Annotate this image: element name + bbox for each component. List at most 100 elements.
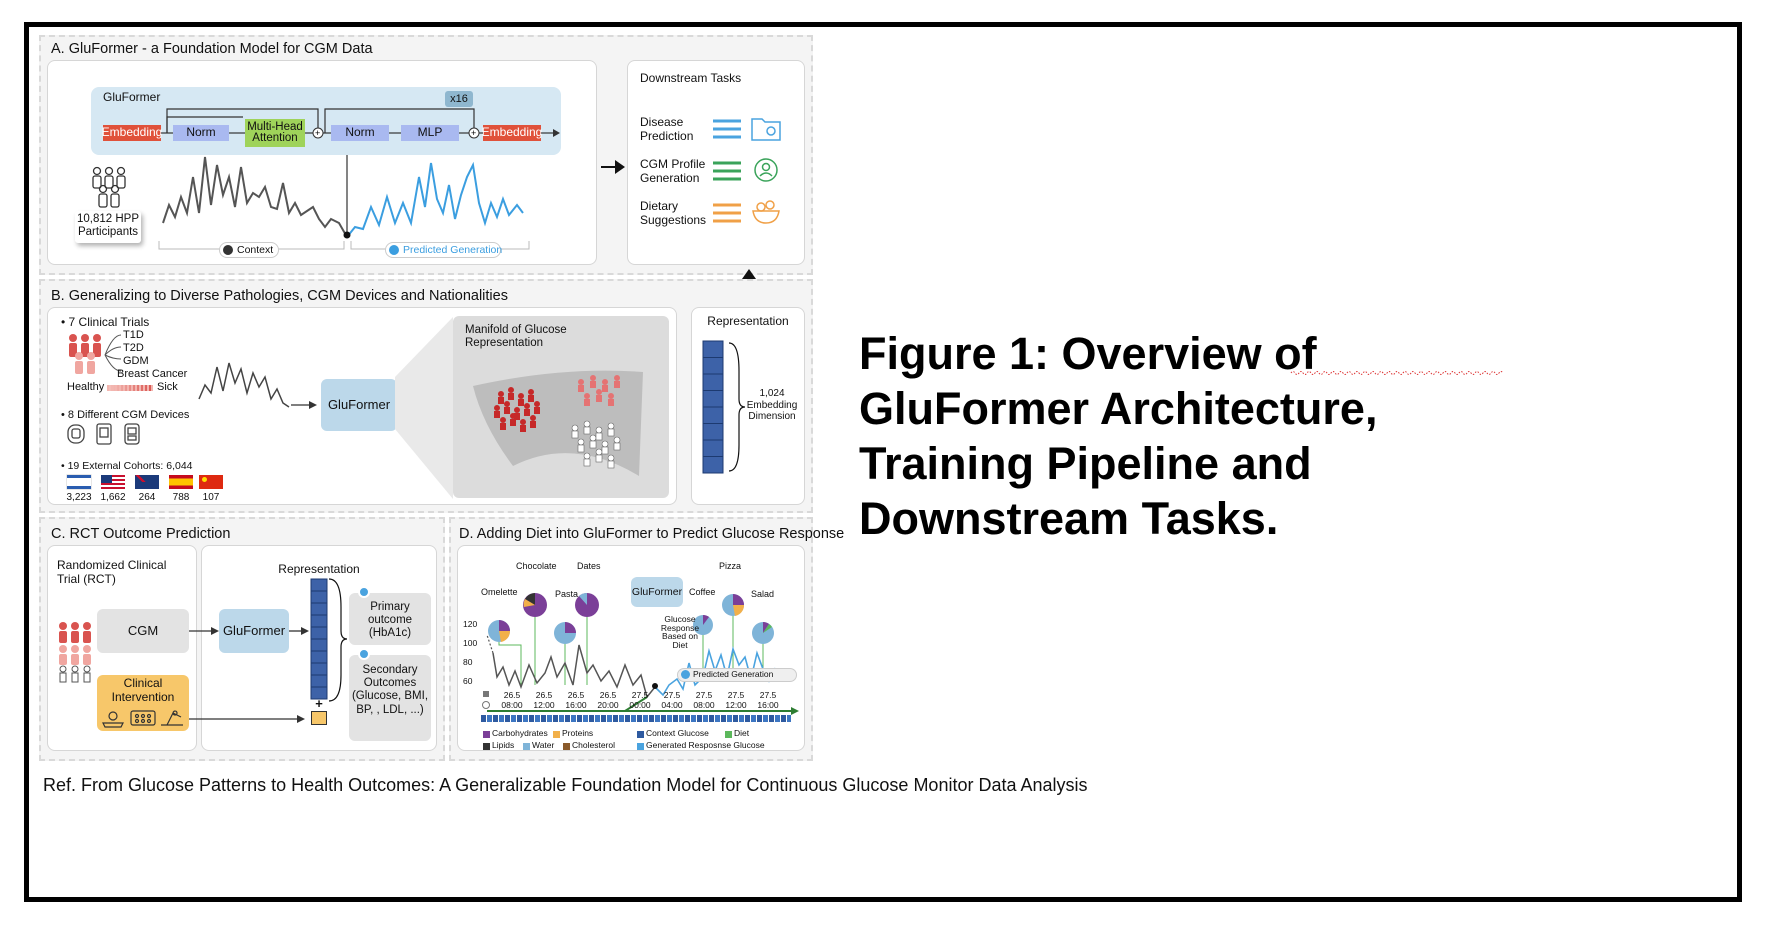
x-date: 27.5 (663, 690, 681, 700)
representation-title: Representation (707, 314, 789, 328)
rct-arrows (189, 578, 348, 723)
primary-outcome-label: Primary outcome (HbA1c) (367, 601, 413, 640)
secondary-outcome-label: Secondary Outcomes (Glucose, BMI, BP, , … (351, 664, 429, 716)
legend-swatch-diet (725, 731, 732, 738)
rct-embedding-vector (310, 578, 328, 700)
secondary-outcome-icon (358, 648, 370, 660)
x-time: 00:00 (629, 700, 651, 710)
condition-t2d: T2D (123, 342, 144, 354)
devices-label: • 8 Different CGM Devices (61, 409, 190, 421)
legend-water: Water (532, 740, 555, 750)
folder-gear-icon (751, 118, 781, 141)
predicted-generation-label-d: Predicted Generation (693, 669, 774, 679)
generation-label: Predicted Generation (403, 244, 503, 256)
food-pies (488, 592, 774, 644)
rct-label: Randomized Clinical Trial (RCT) (57, 558, 167, 586)
food-salad: Salad (751, 589, 775, 599)
x-time: 20:00 (597, 700, 619, 710)
spain-flag-icon (169, 475, 193, 489)
cohort-count-china: 107 (202, 492, 220, 503)
condition-breast-cancer: Breast Cancer (117, 368, 188, 380)
usa-flag-icon (101, 475, 125, 489)
lines-icon (713, 161, 741, 181)
embedding-vector (702, 340, 746, 474)
legend-swatch-carbs (483, 731, 490, 738)
legend-swatch-water (523, 743, 530, 750)
downstream-item-disease: Disease Prediction (640, 115, 694, 143)
food-pasta: Pasta (555, 589, 579, 599)
legend-swatch-cholesterol (563, 743, 570, 750)
food-dates: Dates (577, 561, 601, 571)
lines-icon (713, 203, 741, 223)
rct-intervention-cell (311, 711, 327, 725)
spellcheck-underline (1290, 371, 1504, 375)
pie-pasta (554, 622, 576, 644)
israel-flag-icon (67, 475, 91, 489)
conditions-branches (104, 334, 122, 372)
cohort-count-australia: 264 (138, 492, 156, 503)
panel-d-title: D. Adding Diet into GluFormer to Predict… (459, 526, 845, 542)
pie-dates (575, 592, 599, 617)
devices-text: 8 Different CGM Devices (67, 409, 190, 421)
predicted-generation-icon-d (681, 670, 690, 679)
pie-pizza (722, 594, 745, 616)
trials-label: • 7 Clinical Trials (61, 315, 150, 329)
cohort-count-usa: 1,662 (100, 492, 126, 503)
x-time: 12:00 (725, 700, 747, 710)
rct-representation-label: Representation (278, 562, 360, 576)
gluformer-block-bg (91, 87, 561, 155)
svg-text:+: + (315, 128, 320, 138)
intervention-box (97, 675, 189, 731)
secondary-outcome-box (349, 655, 431, 741)
x-date: 26.5 (567, 690, 585, 700)
downstream-title: Downstream Tasks (640, 71, 742, 85)
context-label: Context (237, 244, 274, 256)
context-icon (223, 245, 233, 255)
legend-swatch-generated (637, 743, 644, 750)
gluformer-d-box: GluFormer (631, 577, 683, 607)
primary-outcome-icon (358, 586, 370, 598)
x-date: 27.5 (631, 690, 649, 700)
primary-outcome-box (349, 593, 431, 645)
reference-text: Ref. From Glucose Patterns to Health Out… (43, 775, 1088, 795)
salad-bowl-icon (752, 200, 780, 224)
embedding-dimension-label: 1,024 Embedding Dimension (746, 388, 798, 422)
glucose-response-label: Glucose Response Based on Diet (660, 614, 700, 650)
legend-context: Context Glucose (646, 728, 709, 738)
cohorts-text: 19 External Cohorts: 6,044 (67, 460, 193, 472)
user-sync-icon (754, 158, 778, 182)
gluformer-block-label: GluFormer (103, 90, 161, 104)
intervention-icons (102, 710, 183, 728)
rct-patients-icon (59, 622, 91, 683)
condition-t1d: T1D (123, 329, 144, 341)
y-tick-60: 60 (463, 676, 473, 686)
x-date: 26.5 (503, 690, 521, 700)
legend-swatch-lipids (483, 743, 490, 750)
food-omelette: Omelette (481, 587, 518, 597)
transformer-arrows: + + (161, 108, 560, 139)
pie-omelette (488, 620, 511, 642)
legend-cholesterol: Cholesterol (572, 740, 615, 750)
predicted-generation-pill-d (677, 668, 797, 682)
downstream-item-cgm-profile: CGM Profile Generation (640, 157, 706, 185)
cgm-box: CGM (97, 609, 189, 653)
participants-label: 10,812 HPP Participants (76, 213, 139, 239)
legend-lipids: Lipids (492, 740, 515, 750)
manifold-label: Manifold of Glucose Representation (465, 324, 567, 350)
sick-label: Sick (157, 381, 178, 393)
y-tick-80: 80 (463, 657, 473, 667)
food-pizza: Pizza (719, 561, 742, 571)
x-time: 16:00 (565, 700, 587, 710)
participants-icon (92, 166, 126, 208)
token-strip (481, 715, 791, 722)
x-date: 27.5 (695, 690, 713, 700)
downstream-item-dietary: Dietary Suggestions (640, 199, 707, 227)
y-tick-120: 120 (463, 619, 478, 629)
china-flag-icon (199, 475, 223, 489)
pie-chocolate (523, 593, 547, 617)
svg-text:+: + (471, 128, 476, 138)
rct-plus: + (315, 696, 323, 711)
embedding-out-block: Embedding (481, 125, 543, 141)
figure-caption: Figure 1: Overview of GluFormer Architec… (859, 328, 1378, 544)
norm-block-2: Norm (331, 125, 389, 141)
